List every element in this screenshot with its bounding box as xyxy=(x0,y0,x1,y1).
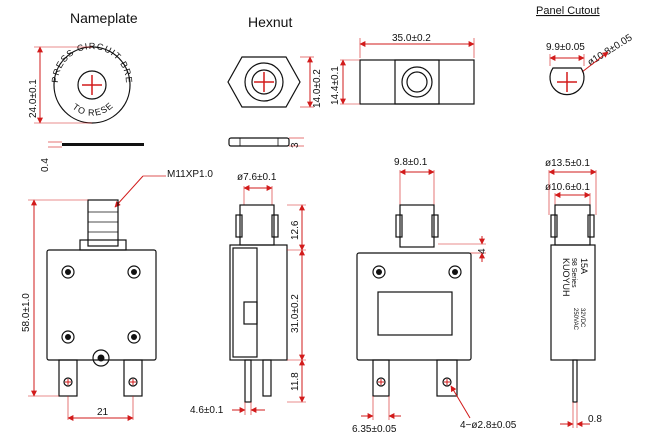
label-line-1: 98 Series xyxy=(570,258,577,288)
side-terminal xyxy=(244,359,252,403)
side-button-dim: ø7.6±0.1 xyxy=(237,172,277,183)
back-button-dim: 9.8±0.1 xyxy=(394,157,428,168)
panel-cutout-outline xyxy=(549,67,585,96)
back-body xyxy=(356,252,472,361)
back-terminal-right xyxy=(436,359,458,397)
nameplate-hole xyxy=(77,70,107,100)
side-view: ø7.6±0.1 12.6 31.0±0.2 11.8 4.6±0.1 xyxy=(190,172,306,416)
label-line-0: KUOYUH xyxy=(561,258,571,297)
panel-cutout-title: Panel Cutout xyxy=(536,5,600,17)
back-label-window xyxy=(377,291,453,336)
label-line-2: 15A xyxy=(579,258,589,274)
panel-cutout-flat-dim: 9.9±0.05 xyxy=(546,42,585,53)
front-view: M11XP1.0 58.0±1.0 21 xyxy=(21,169,213,421)
front-pitch-dim: 21 xyxy=(97,407,109,418)
front-thread-label: M11XP1.0 xyxy=(167,169,213,180)
front-body xyxy=(46,249,157,361)
front-height-dim: 58.0±1.0 xyxy=(21,293,32,332)
hexnut-title: Hexnut xyxy=(248,14,292,30)
label-line-3: 32VDC xyxy=(579,308,585,328)
hexnut-outline xyxy=(227,56,301,108)
label-line-4: 250VAC xyxy=(572,308,578,331)
nameplate-title: Nameplate xyxy=(70,10,138,26)
hexnut-thickness-dim: 3 xyxy=(290,142,301,148)
back-terminal-pitch-dim: 6.35±0.05 xyxy=(352,424,397,435)
nameplate-thickness-dim: 0.4 xyxy=(40,158,51,172)
label-outer-dim: ø13.5±0.1 xyxy=(545,158,590,169)
back-offset-dim: 4 xyxy=(477,248,488,254)
panel-cutout-view: 9.9±0.05 ø10.8±0.05 xyxy=(546,32,635,96)
back-holes-dim: 4−ø2.8±0.05 xyxy=(460,420,517,431)
label-view: ø13.5±0.1 ø10.6±0.1 KUOYUH 98 Series 15A… xyxy=(545,158,602,428)
back-button xyxy=(399,204,435,248)
label-view-pin xyxy=(572,359,578,403)
front-button xyxy=(87,199,119,247)
side-terminal-dim: 4.6±0.1 xyxy=(190,405,224,416)
side-button xyxy=(239,204,275,246)
top-body-width-dim: 35.0±0.2 xyxy=(392,33,431,44)
hexnut-view: 14.0±0.2 3 xyxy=(227,56,323,148)
nameplate-side-profile xyxy=(62,143,144,146)
label-pin-dim: 0.8 xyxy=(588,414,602,425)
nameplate-diameter-dim: 24.0±0.1 xyxy=(28,79,39,118)
top-body-height-dim: 14.4±0.1 xyxy=(330,66,341,105)
back-view: 9.8±0.1 4 6.35±0.05 4−ø2.8±0.05 xyxy=(352,157,517,435)
label-view-button xyxy=(554,204,591,246)
hexnut-side-profile xyxy=(228,137,290,147)
side-bottom-dim: 11.8 xyxy=(290,372,301,391)
back-terminal-left xyxy=(372,359,390,397)
top-body-view: 35.0±0.2 14.4±0.1 xyxy=(330,33,475,105)
side-mid-dim: 31.0±0.2 xyxy=(290,294,301,333)
hexnut-across-flats-dim: 14.0±0.2 xyxy=(312,69,323,108)
side-body xyxy=(229,244,288,361)
label-inner-dim: ø10.6±0.1 xyxy=(545,182,590,193)
side-top-dim: 12.6 xyxy=(290,220,301,240)
label-text-block: KUOYUH 98 Series 15A 32VDC 250VAC xyxy=(561,258,589,331)
